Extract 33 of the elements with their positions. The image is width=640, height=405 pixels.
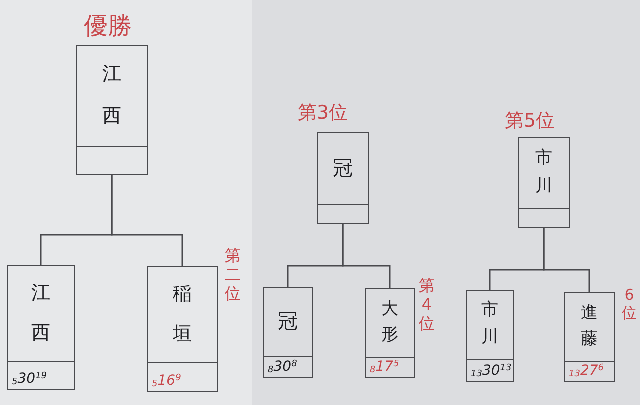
rank-label: 第3位 (298, 102, 348, 125)
bracket-line (342, 224, 391, 288)
bracket-box (518, 137, 570, 228)
bracket-line (111, 175, 184, 266)
score-text: $_{13}$30$^{13}$ (471, 364, 512, 378)
rank-label: 第4位 (419, 276, 435, 333)
rank-label: 第5位 (505, 110, 556, 133)
bracket-box (263, 287, 313, 378)
player-name: 進藤 (581, 302, 598, 352)
bracket-box (147, 266, 218, 392)
score-text: $_{8}$17$^{5}$ (370, 360, 400, 374)
player-name: 市川 (482, 299, 498, 350)
bracket-box (365, 288, 415, 378)
bracket-box (564, 292, 615, 382)
player-name: 冠 (278, 309, 298, 334)
player-name: 稲垣 (173, 282, 192, 347)
score-text: $_{8}$30$^{8}$ (268, 360, 298, 374)
player-name: 冠 (333, 156, 353, 180)
player-name: 江西 (32, 280, 50, 346)
bracket-box (466, 290, 514, 382)
bracket-box (317, 132, 369, 224)
bracket-box (76, 45, 148, 175)
player-name: 市川 (536, 147, 552, 198)
rank-label: 第二位 (225, 246, 241, 303)
score-text: $_{13}$27$^{6}$ (569, 364, 604, 378)
score-text: $_{5}$16$^{9}$ (152, 374, 182, 388)
player-name: 江西 (102, 62, 122, 130)
bracket-box (7, 265, 75, 390)
rank-label: 6位 (622, 286, 637, 322)
bracket-line (543, 228, 590, 292)
player-name: 大形 (382, 298, 398, 348)
rank-label: 優勝 (84, 12, 132, 40)
score-text: $_{5}$30$^{19}$ (12, 372, 48, 386)
